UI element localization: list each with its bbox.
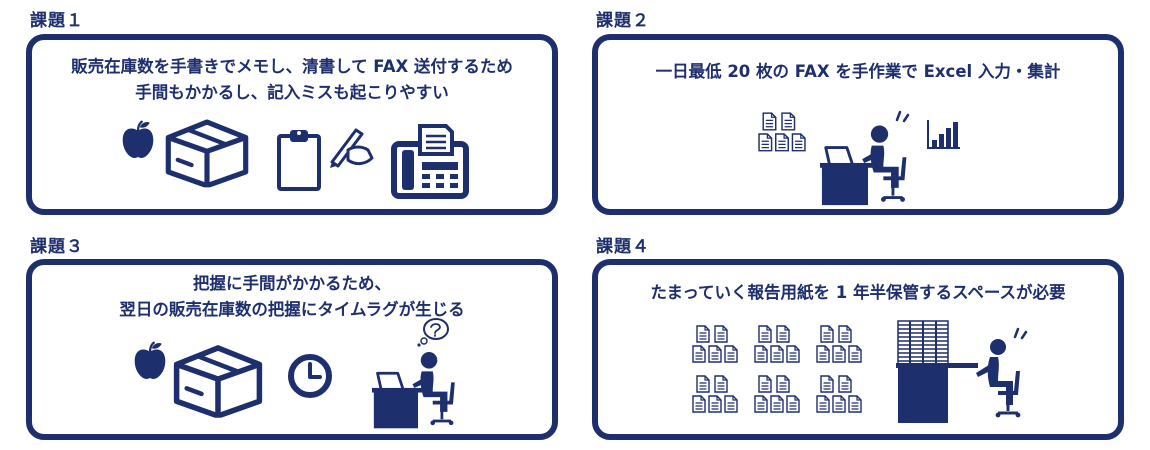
thought-bubble-icon [417,318,449,347]
issue-4-panel: たまっていく報告用紙を 1 年半保管するスペースが必要 [592,259,1124,440]
box-icon [164,118,250,188]
apple-icon [132,341,168,381]
file-storage-icon [896,320,1021,423]
bar-chart-icon [927,120,960,149]
issue-4-description: たまっていく報告用紙を 1 年半保管するスペースが必要 [598,280,1118,306]
clock-icon [288,354,332,398]
fax-icon [391,124,469,199]
document-stack-icon [692,325,862,419]
worried-worker-icon [372,345,464,429]
apple-icon [120,120,156,160]
documents-icon [758,112,806,156]
issue-1-title: 課題１ [30,11,84,31]
issue-1-line-2: 手間もかかるし、記入ミスも起こりやすい [135,83,449,102]
issue-2-description: 一日最低 20 枚の FAX を手作業で Excel 入力・集計 [598,59,1118,85]
issue-2-line-1: 一日最低 20 枚の FAX を手作業で Excel 入力・集計 [655,62,1061,81]
box-icon [172,343,264,419]
issue-2-panel: 一日最低 20 枚の FAX を手作業で Excel 入力・集計 [592,34,1124,215]
issue-1-description: 販売在庫数を手書きでメモし、清書して FAX 送付するため 手間もかかるし、記入… [32,54,552,106]
issue-3-panel: 把握に手間がかかるため、 翌日の販売在庫数の把握にタイムラグが生じる [26,259,558,440]
worker-desk-icon [820,118,916,206]
issue-3-description: 把握に手間がかかるため、 翌日の販売在庫数の把握にタイムラグが生じる [32,271,552,323]
issue-3-line-1: 把握に手間がかかるため、 [193,274,391,293]
stress-lines-icon [1013,327,1028,340]
issue-1-line-1: 販売在庫数を手書きでメモし、清書して FAX 送付するため [71,57,513,76]
clipboard-icon [277,130,321,191]
issue-4-title: 課題４ [596,237,650,257]
issue-4-line-1: たまっていく報告用紙を 1 年半保管するスペースが必要 [650,283,1066,302]
issue-2-title: 課題２ [596,11,650,31]
issue-3-line-2: 翌日の販売在庫数の把握にタイムラグが生じる [119,300,465,319]
stress-lines-icon [895,110,910,123]
pen-hand-icon [330,128,374,168]
issue-3-title: 課題３ [30,237,84,257]
issue-1-panel: 販売在庫数を手書きでメモし、清書して FAX 送付するため 手間もかかるし、記入… [26,34,558,215]
